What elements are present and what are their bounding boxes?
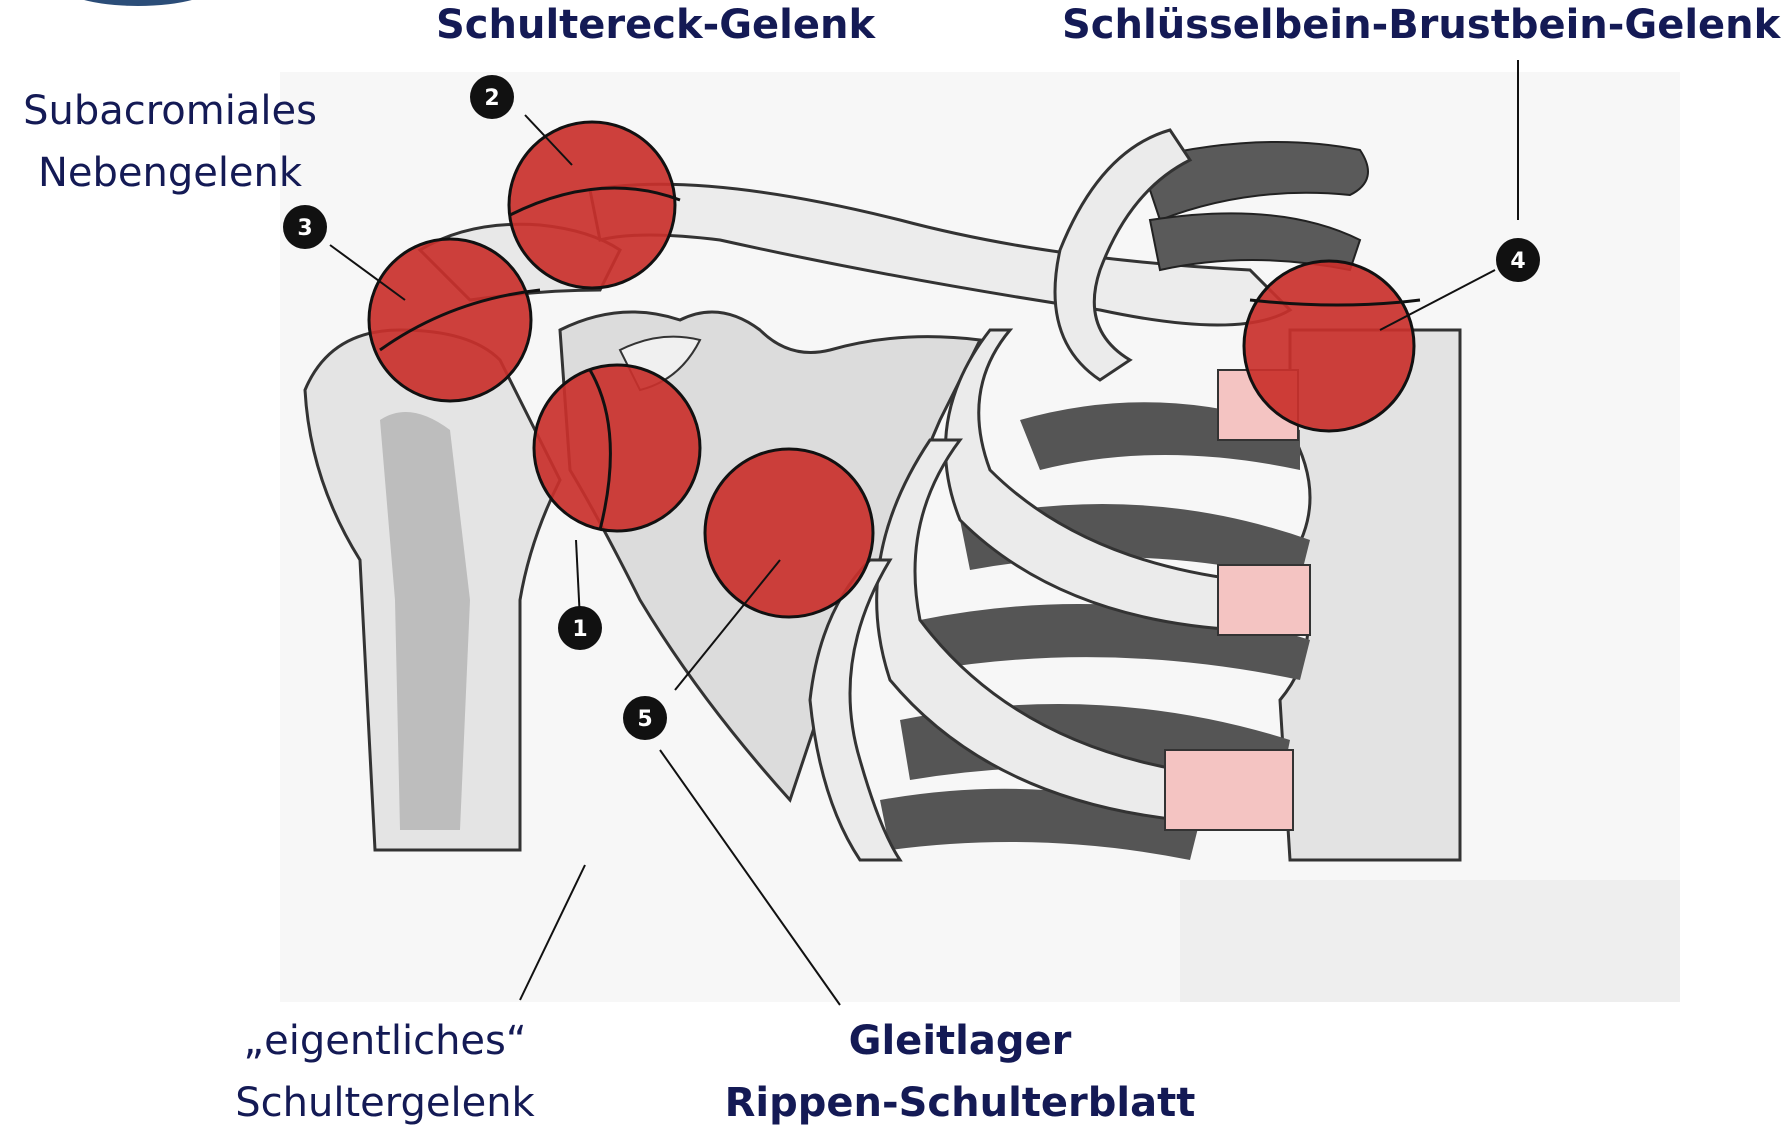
page-shadow <box>1180 880 1680 1002</box>
svg-text:2: 2 <box>484 86 499 111</box>
svg-text:4: 4 <box>1510 249 1525 274</box>
marker-4: 4 <box>1496 238 1540 282</box>
marker-5: 5 <box>623 696 667 740</box>
label-eigentlich-line1: „eigentliches“ <box>190 1010 580 1072</box>
label-subacromial-line2: Nebengelenk <box>10 142 330 204</box>
label-eigentlich-line2: Schultergelenk <box>190 1072 580 1134</box>
cartilage-2 <box>1218 565 1310 635</box>
label-schultereck-gelenk: Schultereck-Gelenk <box>436 2 875 48</box>
svg-text:3: 3 <box>297 216 312 241</box>
label-schluesselbein-brustbein-gelenk: Schlüsselbein-Brustbein-Gelenk <box>1062 2 1780 48</box>
label-gleitlager-line1: Gleitlager <box>700 1010 1220 1072</box>
joint-scapulothoracic <box>705 449 873 617</box>
joint-sternoclavicular <box>1244 261 1414 431</box>
label-subacromial-line1: Subacromiales <box>10 80 330 142</box>
svg-text:5: 5 <box>637 707 652 732</box>
label-eigentliches-schultergelenk: „eigentliches“ Schultergelenk <box>190 1010 580 1134</box>
label-gleitlager-line2: Rippen-Schulterblatt <box>700 1072 1220 1134</box>
label-gleitlager: Gleitlager Rippen-Schulterblatt <box>700 1010 1220 1134</box>
marker-2: 2 <box>470 75 514 119</box>
cartilage-3 <box>1165 750 1293 830</box>
marker-1: 1 <box>558 606 602 650</box>
label-subacromiales-nebengelenk: Subacromiales Nebengelenk <box>10 80 330 204</box>
joint-glenohumeral <box>534 365 700 531</box>
joint-subacromial <box>369 239 531 401</box>
svg-text:1: 1 <box>572 617 587 642</box>
marker-3: 3 <box>283 205 327 249</box>
